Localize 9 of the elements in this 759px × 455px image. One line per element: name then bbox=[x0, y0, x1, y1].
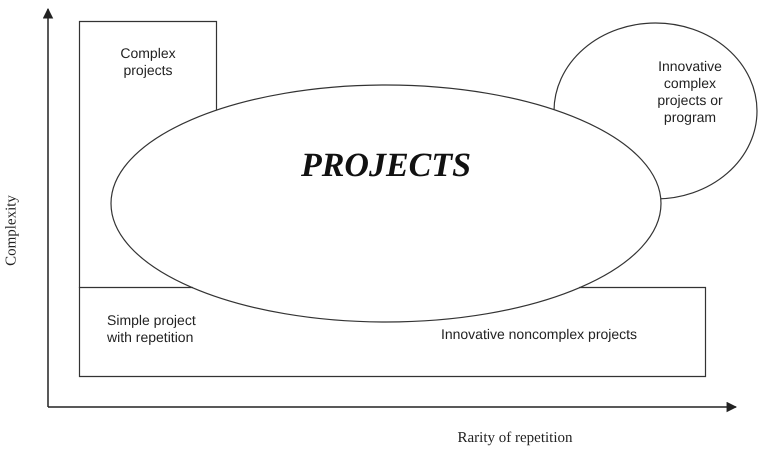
category-box bbox=[79, 21, 217, 288]
category-label: Innovative complex projects or program bbox=[656, 58, 724, 126]
axis-label: Rarity of repetition bbox=[456, 430, 574, 447]
category-label: Innovative noncomplex projects bbox=[440, 326, 638, 343]
axis-label: Complexity bbox=[4, 194, 20, 268]
category-box bbox=[79, 287, 706, 377]
category-label: Complex projects bbox=[119, 45, 177, 79]
title-text: PROJECTS bbox=[300, 146, 472, 186]
category-label: Simple project with repetition bbox=[107, 312, 197, 346]
